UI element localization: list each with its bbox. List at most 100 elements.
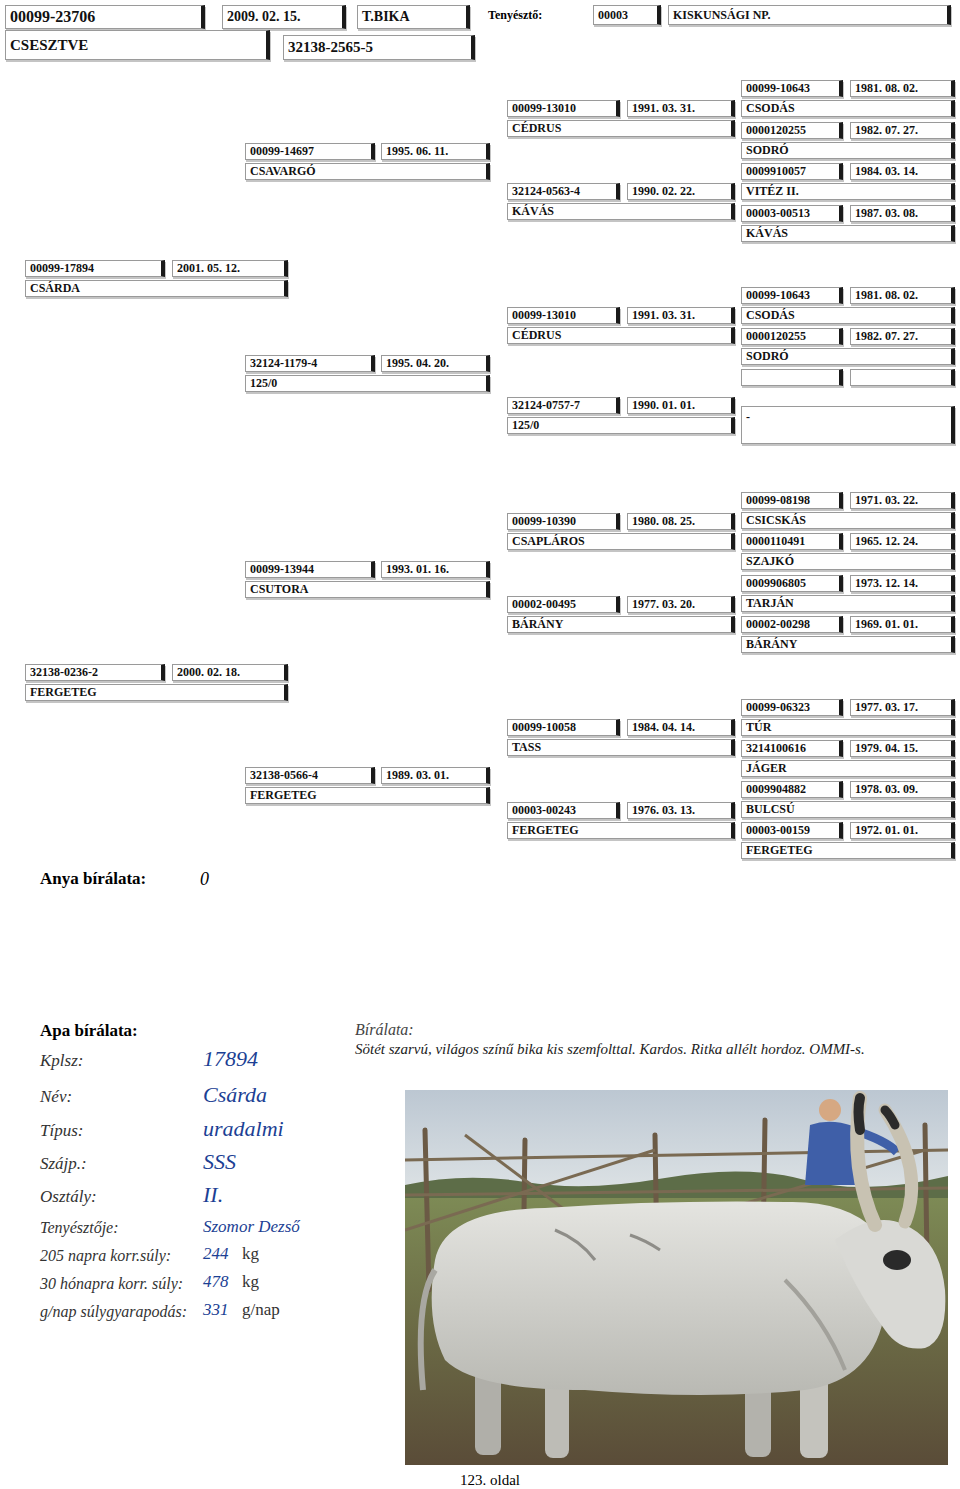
page-number: 123. oldal <box>460 1471 520 1489</box>
bull-photo <box>405 1090 948 1465</box>
field-text: T.BIKA <box>357 5 470 29</box>
animal-id: 00099-17894 <box>25 260 165 277</box>
pedigree-box: 32138-0236-22000. 02. 18.FERGETEG <box>25 664 288 701</box>
dam-review-value: 0 <box>200 869 209 891</box>
animal-name: JÁGER <box>741 760 955 777</box>
pedigree-box: 00003-001591972. 01. 01.FERGETEG <box>741 822 955 859</box>
header-field: CSESZTVE <box>5 30 270 60</box>
pedigree-box: 00099100571984. 03. 14.VITÉZ II. <box>741 163 955 200</box>
pedigree-box: 00099-100581984. 04. 14.TASS <box>507 719 735 756</box>
empty-date-cell <box>850 369 955 386</box>
pedigree-box: 00099-130101991. 03. 31.CÉDRUS <box>507 100 735 137</box>
birth-date: 1977. 03. 17. <box>850 699 955 716</box>
review-text: Sötét szarvú, világos színű bika kis sze… <box>355 1040 950 1058</box>
data-cell: 478 <box>203 1272 229 1292</box>
pedigree-box: 00003-005131987. 03. 08.KÁVÁS <box>741 205 955 242</box>
pedigree-box: 32141006161979. 04. 15.JÁGER <box>741 740 955 777</box>
animal-name: SODRÓ <box>741 142 955 159</box>
field-text: 00099-23706 <box>5 5 205 29</box>
animal-name: TÚR <box>741 719 955 736</box>
dam-review-heading: Anya bírálata: <box>40 869 146 889</box>
birth-date: 1976. 03. 13. <box>627 802 735 819</box>
birth-date: 1987. 03. 08. <box>850 205 955 222</box>
pedigree-box: 00099048821978. 03. 09.BULCSÚ <box>741 781 955 818</box>
data-cell: SSS <box>203 1149 236 1175</box>
breeder-label: Tenyésztő: <box>488 8 542 22</box>
header-field: 00003 <box>593 5 661 25</box>
field-text: CSESZTVE <box>5 30 270 60</box>
animal-name: CÉDRUS <box>507 120 735 137</box>
animal-name: FERGETEG <box>245 787 490 804</box>
bull <box>421 1098 946 1458</box>
data-cell: g/nap <box>242 1300 280 1320</box>
birth-date: 1984. 03. 14. <box>850 163 955 180</box>
animal-name: CSAPLÁROS <box>507 533 735 550</box>
animal-id: 00003-00159 <box>741 822 843 839</box>
animal-id: 00099-10643 <box>741 80 843 97</box>
birth-date: 1991. 03. 31. <box>627 307 735 324</box>
header-field: 32138-2565-5 <box>283 35 475 60</box>
animal-name: CSÁRDA <box>25 280 288 297</box>
birth-date: 1993. 01. 16. <box>381 561 490 578</box>
pedigree-box: 00002-004951977. 03. 20.BÁRÁNY <box>507 596 735 633</box>
birth-date: 1973. 12. 14. <box>850 575 955 592</box>
animal-name: CSICSKÁS <box>741 512 955 529</box>
animal-id: 00099-13010 <box>507 100 620 117</box>
field-text: 32138-2565-5 <box>283 35 475 60</box>
pedigree-box: 00099-146971995. 06. 11.CSAVARGÓ <box>245 143 490 180</box>
birth-date: 1971. 03. 22. <box>850 492 955 509</box>
birth-date: 1980. 08. 25. <box>627 513 735 530</box>
animal-id: 00002-00298 <box>741 616 843 633</box>
animal-id: 0000120255 <box>741 122 843 139</box>
animal-name: CSODÁS <box>741 307 955 324</box>
animal-id: 32124-1179-4 <box>245 355 375 372</box>
pedigree-box: 00001104911965. 12. 24.SZAJKÓ <box>741 533 955 570</box>
animal-id: 0009906805 <box>741 575 843 592</box>
animal-id: 00099-13944 <box>245 561 375 578</box>
birth-date: 1995. 04. 20. <box>381 355 490 372</box>
header-field: 00099-23706 <box>5 5 205 29</box>
pedigree-box: 32124-0757-71990. 01. 01.125/0 <box>507 397 735 434</box>
data-cell: kg <box>242 1272 259 1292</box>
animal-name: CSODÁS <box>741 100 955 117</box>
data-cell: Tenyésztője: <box>40 1218 119 1237</box>
data-cell: II. <box>203 1182 223 1208</box>
pedigree-box: 32124-0563-41990. 02. 22.KÁVÁS <box>507 183 735 220</box>
pedigree-box: 00099-106431981. 08. 02.CSODÁS <box>741 287 955 324</box>
animal-id: 32138-0236-2 <box>25 664 165 681</box>
birth-date: 2001. 05. 12. <box>172 260 288 277</box>
data-cell: Szomor Dezső <box>203 1217 300 1237</box>
animal-name: BÁRÁNY <box>741 636 955 653</box>
animal-id: 00099-10643 <box>741 287 843 304</box>
birth-date: 1990. 02. 22. <box>627 183 735 200</box>
field-text: KISKUNSÁGI NP. <box>668 5 951 25</box>
birth-date: 1982. 07. 27. <box>850 328 955 345</box>
pedigree-box: 00002-002981969. 01. 01.BÁRÁNY <box>741 616 955 653</box>
data-cell: kg <box>242 1244 259 1264</box>
birth-date: 1972. 01. 01. <box>850 822 955 839</box>
pedigree-box: 00099-06323 1977. 03. 17. TÚR <box>741 699 955 736</box>
animal-id: 00099-06323 <box>741 699 843 716</box>
pedigree-box: 00001202551982. 07. 27.SODRÓ <box>741 328 955 365</box>
animal-id: 00099-14697 <box>245 143 375 160</box>
animal-name: 125/0 <box>245 375 490 392</box>
animal-name: CSUTORA <box>245 581 490 598</box>
animal-name: KÁVÁS <box>507 203 735 220</box>
animal-id: 00099-13010 <box>507 307 620 324</box>
animal-name: FERGETEG <box>507 822 735 839</box>
animal-id: 0000110491 <box>741 533 843 550</box>
header-field: KISKUNSÁGI NP. <box>668 5 951 25</box>
animal-id: 00002-00495 <box>507 596 620 613</box>
pedigree-box: 00001202551982. 07. 27.SODRÓ <box>741 122 955 159</box>
animal-name: 125/0 <box>507 417 735 434</box>
animal-id: 00003-00513 <box>741 205 843 222</box>
pedigree-box: 00099068051973. 12. 14.TARJÁN <box>741 575 955 612</box>
data-cell: 205 napra korr.súly: <box>40 1246 171 1265</box>
animal-id: 00099-08198 <box>741 492 843 509</box>
birth-date: 1984. 04. 14. <box>627 719 735 736</box>
data-cell: Csárda <box>203 1082 267 1108</box>
birth-date: 1978. 03. 09. <box>850 781 955 798</box>
data-cell: 17894 <box>203 1046 258 1072</box>
pedigree-box: 00099-17894 2001. 05. 12. CSÁRDA <box>25 260 288 297</box>
pedigree-box: 00099-103901980. 08. 25.CSAPLÁROS <box>507 513 735 550</box>
